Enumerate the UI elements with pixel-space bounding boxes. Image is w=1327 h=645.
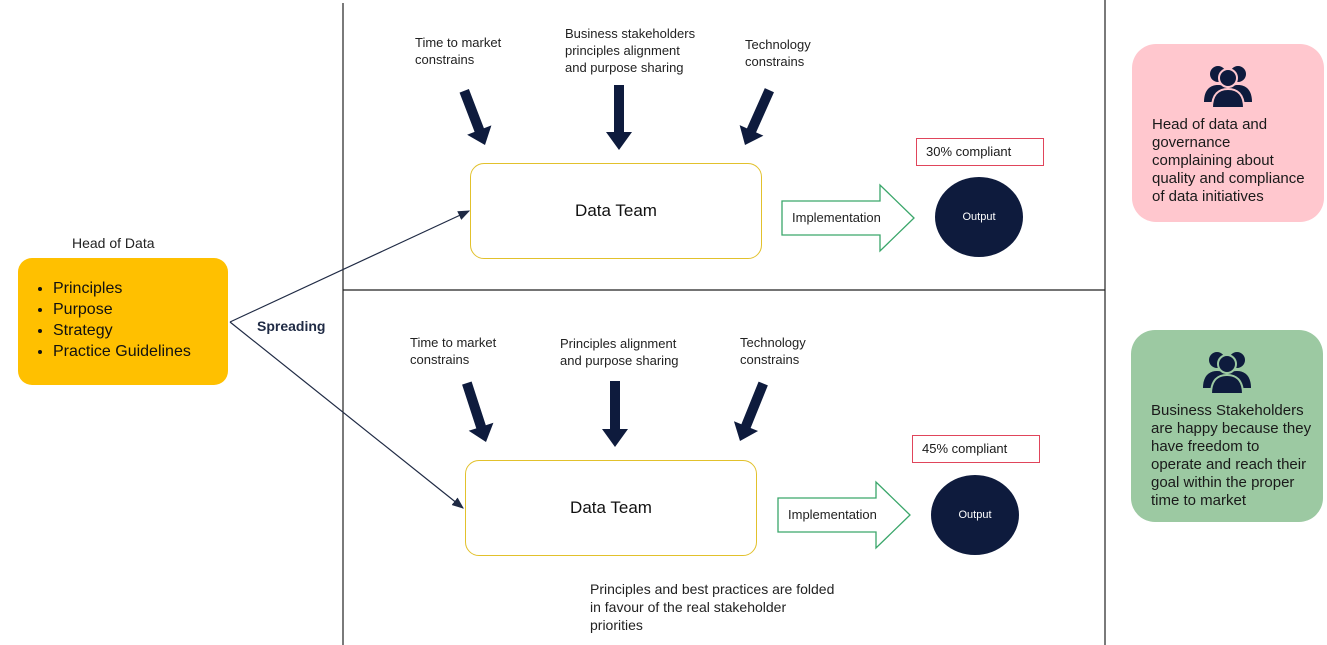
constraint-arrow-top-right: [739, 88, 774, 145]
bottom-constraint-technology: Technology constrains: [740, 335, 806, 367]
head-of-data-item: Purpose: [53, 299, 218, 320]
outcome-card-text: Business Stakeholders are happy because …: [1151, 402, 1312, 509]
constraint-arrow-top-middle: [606, 85, 632, 150]
spreading-connector-top: [229, 210, 471, 323]
bottom-scenario-note: Principles and best practices are folded…: [590, 581, 835, 633]
top-constraint-business-alignment: Business stakeholders principles alignme…: [565, 26, 696, 75]
top-constraint-technology: Technology constrains: [745, 37, 811, 69]
bottom-compliance-badge: 45% compliant: [912, 435, 1040, 463]
head-of-data-box: Principles Purpose Strategy Practice Gui…: [18, 258, 228, 385]
spreading-connector-bottom: [229, 321, 464, 509]
head-of-data-list: Principles Purpose Strategy Practice Gui…: [36, 278, 218, 362]
bottom-constraint-time-to-market: Time to market constrains: [410, 335, 497, 367]
bottom-constraint-principles-alignment: Principles alignment and purpose sharing: [560, 336, 679, 368]
implementation-arrow-bottom: [777, 480, 911, 550]
outcome-card-head-of-data: Head of data and governance complaining …: [1132, 44, 1324, 222]
constraint-arrow-bottom-left: [462, 381, 494, 442]
users-icon: [1203, 352, 1251, 394]
head-of-data-item: Practice Guidelines: [53, 341, 218, 362]
head-of-data-item: Principles: [53, 278, 218, 299]
head-of-data-title: Head of Data: [72, 235, 155, 251]
top-constraint-time-to-market: Time to market constrains: [415, 35, 502, 67]
constraint-arrow-top-left: [459, 89, 492, 145]
constraint-arrow-bottom-right: [733, 381, 768, 441]
top-output-circle: Output: [935, 177, 1023, 257]
top-data-team-box: Data Team: [470, 163, 762, 259]
users-icon: [1204, 66, 1252, 108]
outcome-card-text: Head of data and governance complaining …: [1152, 116, 1305, 205]
bottom-data-team-box: Data Team: [465, 460, 757, 556]
spreading-label: Spreading: [257, 318, 326, 334]
implementation-arrow-top: [781, 183, 915, 253]
bottom-output-circle: Output: [931, 475, 1019, 555]
top-compliance-badge: 30% compliant: [916, 138, 1044, 166]
head-of-data-item: Strategy: [53, 320, 218, 341]
constraint-arrow-bottom-middle: [602, 381, 628, 447]
outcome-card-business-stakeholders: Business Stakeholders are happy because …: [1131, 330, 1323, 522]
bottom-implementation-label: Implementation: [788, 507, 877, 522]
top-implementation-label: Implementation: [792, 210, 881, 225]
